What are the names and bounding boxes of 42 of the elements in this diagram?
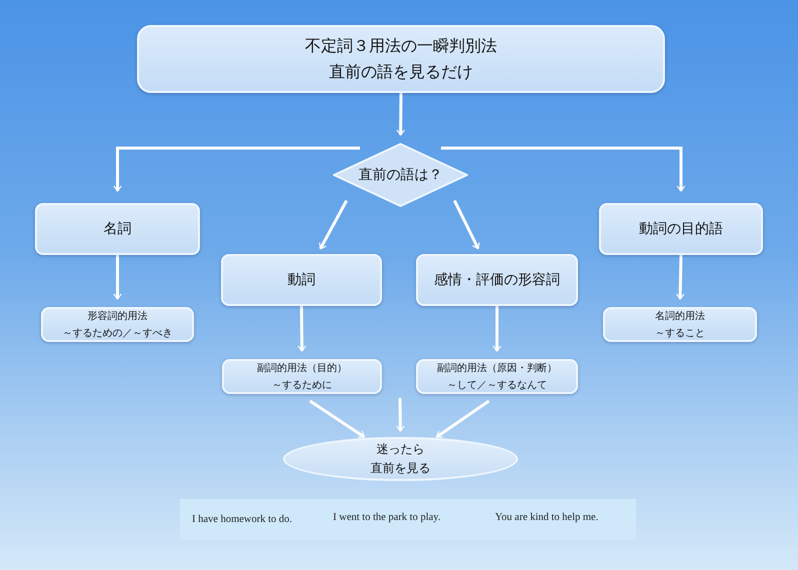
node-heading: 迷ったら: [376, 440, 424, 458]
node-text: ～して／～するなんて: [447, 378, 547, 392]
process-box: [603, 307, 757, 342]
arrow: [676, 254, 685, 300]
node-heading: 形容詞的用法: [88, 310, 148, 324]
node-heading: 不定詞３用法の一瞬判別法: [305, 35, 497, 58]
arrow: [396, 398, 405, 432]
node-heading: 副詞的用法（目的）: [257, 362, 347, 376]
example-sentence: You are kind to help me.: [495, 512, 598, 523]
arrow: [113, 146, 360, 192]
title-box: [137, 25, 665, 93]
process-box: [35, 203, 200, 255]
node-text: ～すること: [655, 326, 705, 340]
node-text: 直前の語を見るだけ: [329, 61, 473, 83]
node-text: 直前の語は？: [358, 166, 442, 185]
node-text: 動詞: [288, 270, 316, 290]
arrow: [436, 400, 490, 438]
process-box: [222, 359, 382, 394]
arrow: [396, 92, 405, 136]
process-box: [41, 307, 194, 342]
node-heading: 名詞的用法: [655, 310, 705, 324]
process-box: [416, 254, 578, 306]
arrow: [319, 200, 348, 250]
arrow: [441, 146, 686, 192]
node-text: 直前を見る: [370, 460, 430, 477]
node-heading: 副詞的用法（原因・判断）: [437, 362, 557, 376]
example-sentence: I went to the park to play.: [333, 512, 440, 523]
arrow: [492, 306, 502, 352]
arrow: [309, 400, 366, 438]
node-text: ～するための／～すべき: [62, 326, 172, 340]
decision-diamond: [333, 143, 468, 207]
node-text: 動詞の目的語: [639, 220, 723, 239]
arrow: [453, 200, 480, 250]
process-box: [599, 203, 763, 255]
example-sentence: I have homework to do.: [192, 514, 292, 525]
arrow: [113, 255, 122, 300]
node-text: ～するために: [272, 378, 332, 392]
node-text: 名詞: [104, 220, 132, 239]
node-text: 感情・評価の形容詞: [434, 270, 560, 290]
arrow: [298, 306, 306, 352]
process-box: [416, 359, 578, 394]
process-box: [221, 254, 382, 306]
